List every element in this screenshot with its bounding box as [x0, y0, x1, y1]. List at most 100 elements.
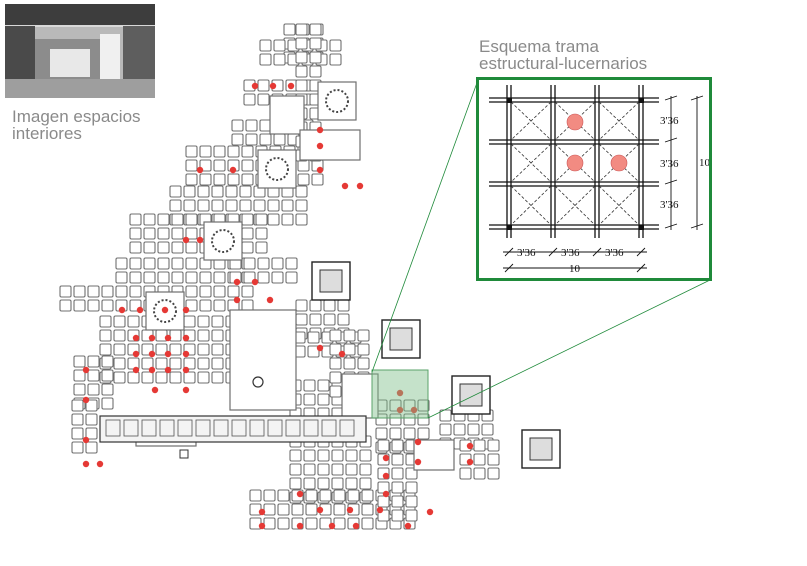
grid-cell [185, 271, 198, 284]
grid-cell [263, 503, 276, 516]
skylight-dot [82, 436, 90, 444]
grid-cell [241, 213, 254, 226]
detail-title: Esquema trama estructural-lucernarios [479, 38, 647, 72]
grid-cell [255, 241, 268, 254]
skylight-dot [328, 522, 336, 530]
grid-cell [305, 489, 318, 502]
grid-cell [357, 357, 370, 370]
grid-cell [295, 65, 308, 78]
grid-cell [307, 345, 320, 358]
grid-cell [129, 285, 142, 298]
grid-cell [73, 383, 86, 396]
grid-cell [227, 285, 240, 298]
grid-cell [317, 449, 330, 462]
grid-cell [259, 39, 272, 52]
skylight-room [317, 81, 357, 121]
skylight-dot [151, 386, 159, 394]
grid-cell [185, 299, 198, 312]
grid-cell [71, 413, 84, 426]
grid-cell [87, 355, 100, 368]
grid-cell [281, 213, 294, 226]
grid-cell [329, 371, 342, 384]
grid-cell [169, 185, 182, 198]
grid-cell [225, 185, 238, 198]
skylight-ring [211, 229, 235, 253]
skylight-dot [356, 182, 364, 190]
grid-cell [169, 199, 182, 212]
corridor-bay [141, 419, 157, 437]
grid-cell [113, 371, 126, 384]
stair-symbol [252, 376, 264, 388]
grid-cell [285, 257, 298, 270]
grid-cell [273, 53, 286, 66]
grid-cell [129, 241, 142, 254]
grid-cell [289, 463, 302, 476]
grid-cell [311, 173, 324, 186]
grid-cell [329, 385, 342, 398]
grid-cell [309, 51, 322, 64]
grid-cell [391, 495, 404, 508]
grid-cell [303, 449, 316, 462]
skylight-dot [269, 82, 277, 90]
grid-cell [439, 423, 452, 436]
grid-cell [329, 53, 342, 66]
grid-cell [297, 173, 310, 186]
grid-cell [185, 145, 198, 158]
grid-cell [199, 271, 212, 284]
skylight-dot [148, 334, 156, 342]
grid-cell [211, 343, 224, 356]
grid-cell [317, 477, 330, 490]
grid-cell [157, 213, 170, 226]
grid-cell [143, 227, 156, 240]
grid-cell [403, 427, 416, 440]
photo-caption-line2: interiores [12, 124, 82, 143]
grid-cell [263, 517, 276, 530]
skylight-ring [153, 299, 177, 323]
grid-cell [199, 285, 212, 298]
skylight-marker [610, 154, 628, 172]
skylight-dot [404, 522, 412, 530]
grid-cell [155, 343, 168, 356]
skylight-dot [376, 506, 384, 514]
grid-cell [255, 227, 268, 240]
grid-cell [143, 271, 156, 284]
connector-line [427, 279, 711, 419]
grid-cell [129, 227, 142, 240]
grid-cell [375, 413, 388, 426]
grid-cell [157, 241, 170, 254]
grid-cell [331, 477, 344, 490]
skylight-dot [148, 350, 156, 358]
grid-cell [197, 343, 210, 356]
grid-cell [331, 463, 344, 476]
skylight-dot [196, 236, 204, 244]
grid-cell [263, 489, 276, 502]
grid-cell [87, 383, 100, 396]
corridor-bay [285, 419, 301, 437]
grid-cell [317, 393, 330, 406]
grid-cell [211, 371, 224, 384]
grid-cell [87, 369, 100, 382]
grid-cell [185, 213, 198, 226]
grid-cell [169, 343, 182, 356]
grid-cell [487, 439, 500, 452]
detail-title-line1: Esquema trama [479, 37, 599, 56]
grid-cell [295, 51, 308, 64]
grid-cell [375, 427, 388, 440]
grid-cell [459, 467, 472, 480]
grid-cell [115, 257, 128, 270]
grid-cell [183, 199, 196, 212]
grid-cell [227, 173, 240, 186]
grid-cell [285, 271, 298, 284]
grid-cell [199, 299, 212, 312]
grid-cell [289, 449, 302, 462]
grid-cell [277, 517, 290, 530]
grid-cell [141, 357, 154, 370]
skylight-dot [296, 490, 304, 498]
service-core [389, 327, 413, 351]
skylight-dot [396, 406, 404, 414]
grid-cell [303, 393, 316, 406]
skylight-dot [161, 306, 169, 314]
grid-cell [87, 299, 100, 312]
grid-cell [343, 357, 356, 370]
grid-cell [185, 159, 198, 172]
